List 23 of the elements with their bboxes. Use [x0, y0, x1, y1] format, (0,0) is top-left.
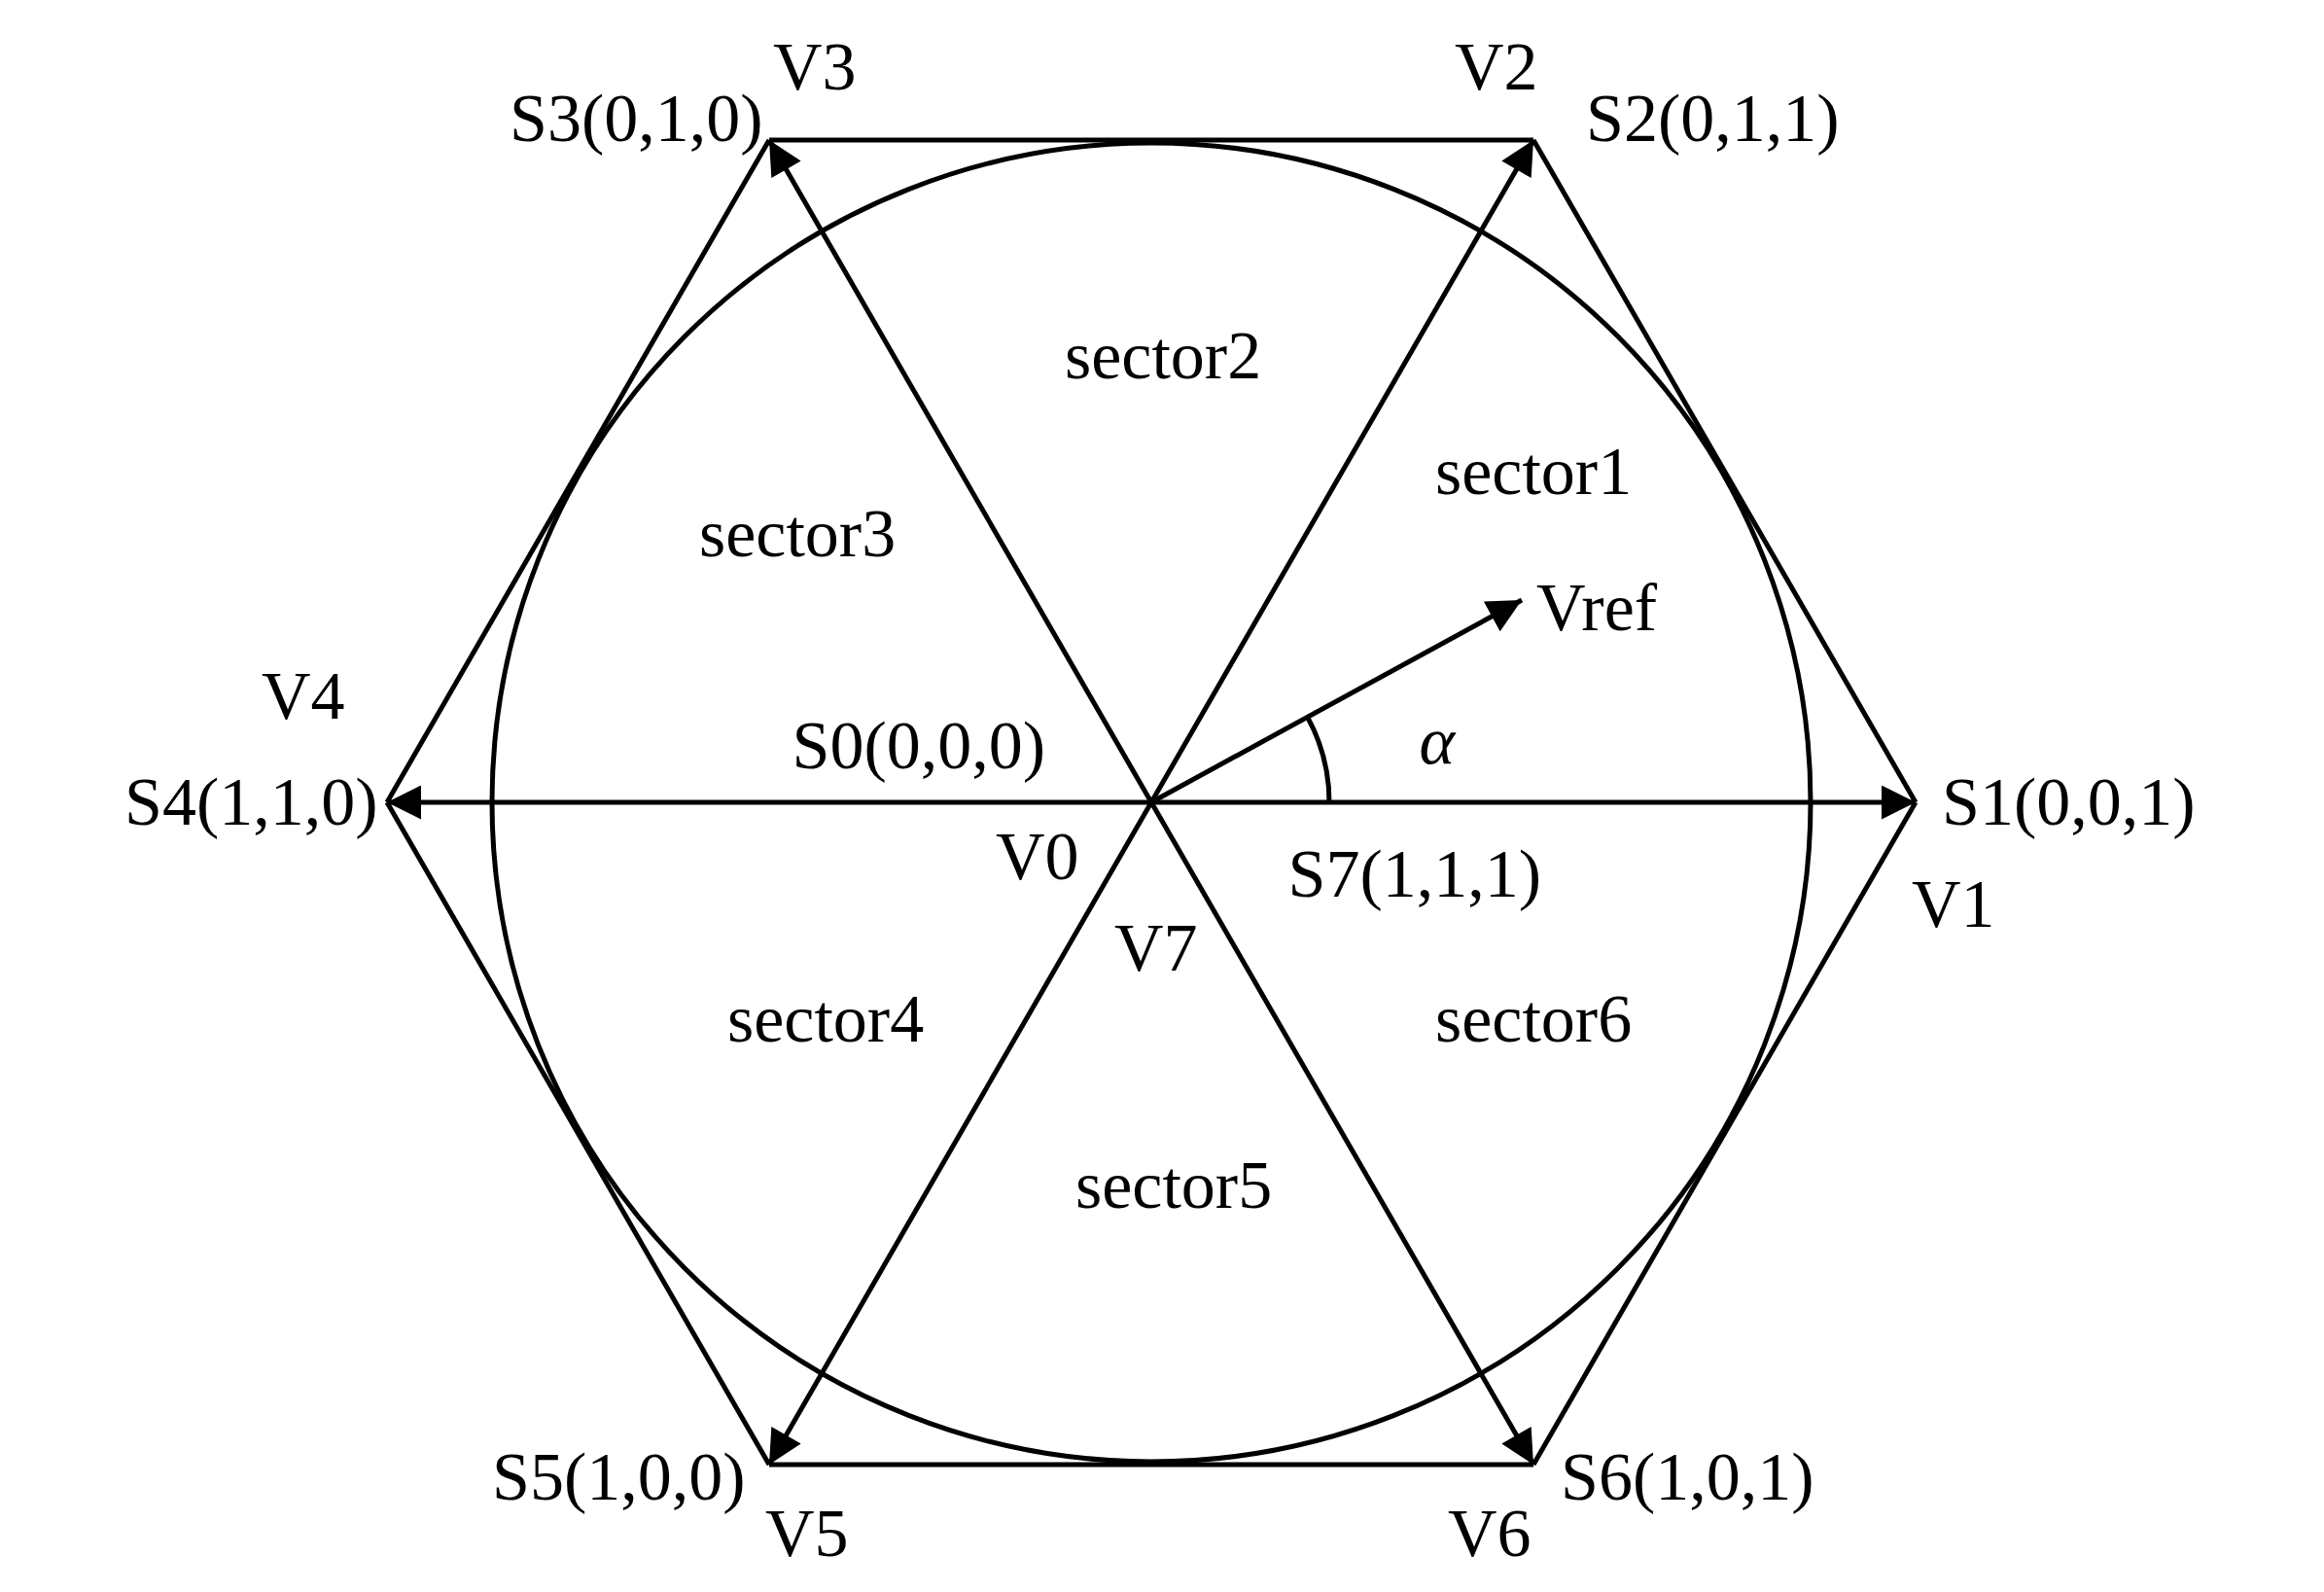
angle-label: α: [1419, 707, 1456, 775]
voltage-vector-label: V1: [1912, 870, 1995, 938]
voltage-vector-label: V2: [1455, 33, 1538, 101]
hexagon-side: [384, 138, 772, 804]
voltage-vector-label: V4: [262, 662, 345, 730]
vector-arrow: [387, 785, 1151, 820]
voltage-vector-label: V3: [773, 33, 857, 101]
voltage-vector-label: V0: [996, 823, 1079, 891]
hexagon-side: [1531, 138, 1919, 804]
hexagon-side: [769, 1462, 1533, 1468]
hexagon-side: [384, 800, 772, 1467]
voltage-vector-label: V5: [765, 1500, 849, 1568]
sector-label: sector5: [1075, 1151, 1273, 1220]
sector-label: sector1: [1435, 438, 1633, 506]
sector-label: sector3: [699, 500, 897, 568]
sector-label: sector4: [727, 985, 925, 1053]
hexagon-side: [769, 137, 1533, 143]
voltage-vector-label: V6: [1448, 1500, 1532, 1568]
hexagon-side: [1531, 800, 1919, 1467]
sector-label: sector6: [1435, 985, 1633, 1053]
voltage-vector-label: V7: [1114, 914, 1198, 982]
sector-label: sector2: [1065, 322, 1262, 390]
vector-label: Vref: [1536, 574, 1658, 642]
